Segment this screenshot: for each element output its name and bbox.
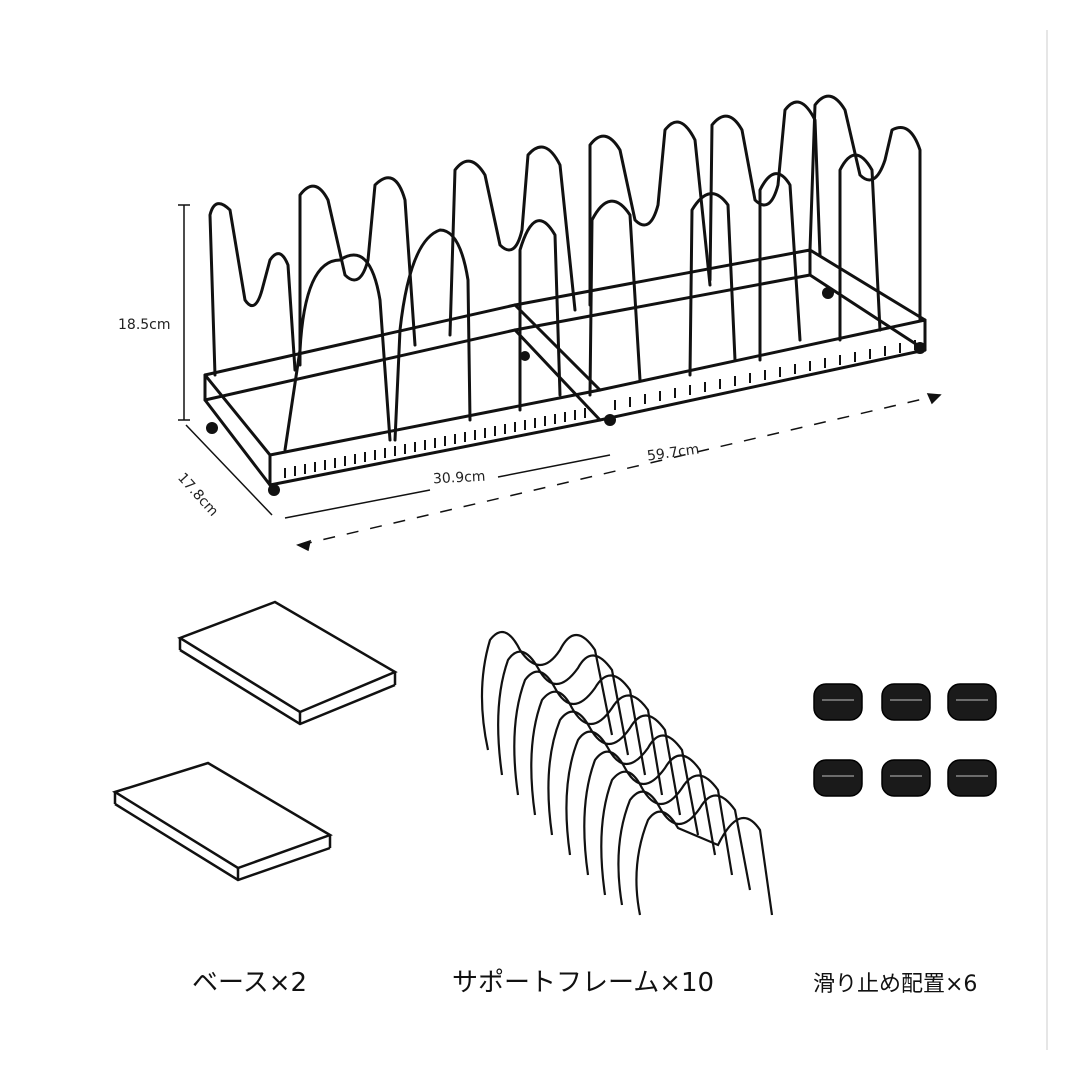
height-dimension-label: 18.5cm xyxy=(118,317,171,333)
anti-slip-caption: 滑り止め配置×6 xyxy=(813,972,978,997)
right-divider xyxy=(1046,30,1048,1050)
rack-assembly-illustration xyxy=(203,94,927,487)
base-caption: ベース×2 xyxy=(192,968,308,998)
dimension-lines xyxy=(178,204,942,552)
base-tray-icon xyxy=(112,600,398,882)
support-frame-icon xyxy=(480,630,774,916)
support-frame-caption: サポートフレーム×10 xyxy=(452,968,715,998)
anti-slip-pad-icon xyxy=(813,683,997,797)
min-length-dimension-label: 30.9cm xyxy=(432,468,486,488)
rail-slot-pattern xyxy=(284,340,916,478)
rack-feet xyxy=(206,287,926,496)
